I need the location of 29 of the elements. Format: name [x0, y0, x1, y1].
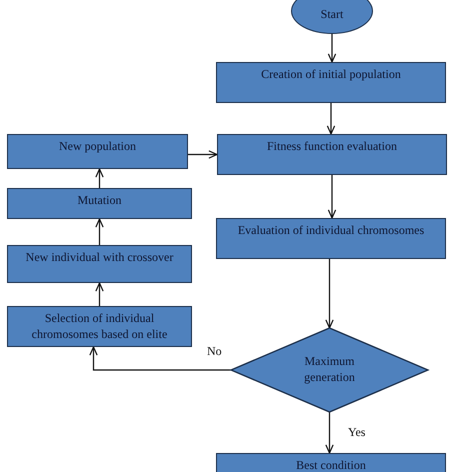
- process-box: [7, 306, 192, 347]
- arrow: [95, 168, 104, 188]
- node-label: Selection of individual chromosomes based on elite: [30, 311, 168, 342]
- node-label: New individual with crossover: [26, 250, 174, 266]
- arrow: [328, 34, 336, 63]
- process-box: [7, 245, 192, 283]
- node-label: Evaluation of individual chromosomes: [238, 223, 424, 239]
- process-box: [7, 134, 188, 169]
- arrow: [326, 103, 336, 135]
- node-label: Fitness function evaluation: [267, 139, 397, 155]
- node-label: Creation of initial population: [261, 67, 401, 83]
- process-box: [216, 62, 446, 103]
- start-oval: [291, 0, 373, 34]
- arrow: [325, 259, 334, 329]
- process-box: [7, 188, 192, 219]
- process-box: [216, 218, 446, 259]
- arrow: [95, 282, 104, 306]
- decision-diamond: [231, 328, 428, 412]
- node-label: Start: [320, 6, 344, 23]
- arrow: [89, 346, 231, 371]
- arrow: [95, 218, 104, 245]
- node-label: Mutation: [78, 193, 122, 209]
- node-label: Maximum generation: [303, 354, 356, 386]
- node-label: Best condition: [296, 458, 366, 472]
- arrow: [188, 150, 218, 159]
- arrow: [325, 412, 334, 454]
- node-label: New population: [59, 139, 136, 155]
- process-box: [217, 134, 447, 175]
- arrow: [328, 175, 336, 219]
